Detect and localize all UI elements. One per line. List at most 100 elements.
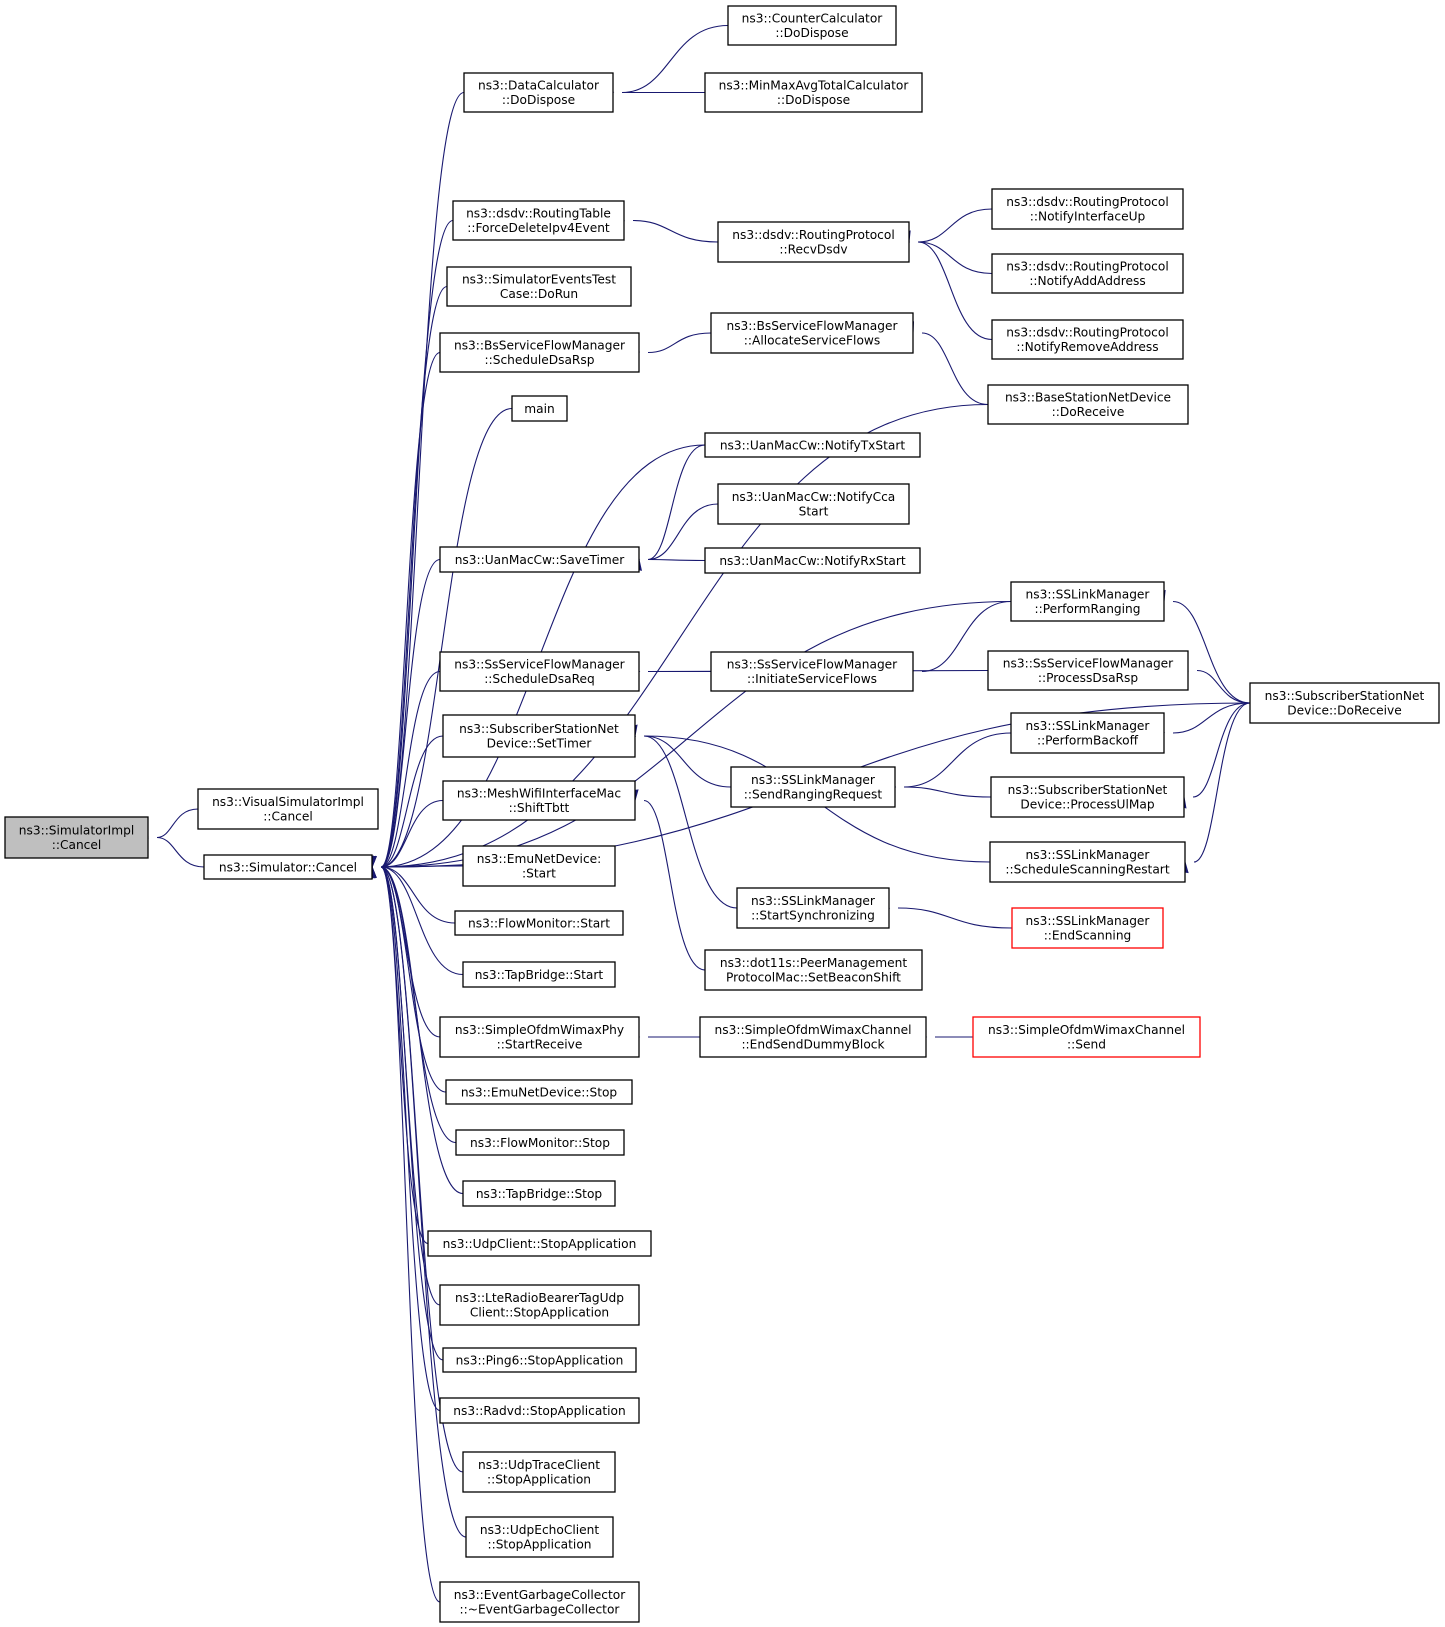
node-box[interactable] [462, 1180, 616, 1207]
node-box[interactable] [1249, 682, 1440, 724]
node-ss_range[interactable]: ns3::SSLinkManager::PerformRanging [1010, 581, 1165, 622]
node-sofdm_recv[interactable]: ns3::SimpleOfdmWimaxPhy::StartReceive [439, 1016, 640, 1058]
node-dc_dispose[interactable]: ns3::DataCalculator::DoDispose [463, 72, 614, 113]
node-box[interactable] [439, 546, 640, 573]
node-box[interactable] [446, 266, 632, 307]
node-udptrace_stop[interactable]: ns3::UdpTraceClient::StopApplication [462, 1451, 616, 1493]
node-box[interactable] [704, 547, 921, 574]
node-box[interactable] [4, 816, 149, 859]
node-ss_sched[interactable]: ns3::SSLinkManager::ScheduleScanningRest… [989, 841, 1186, 883]
node-box[interactable] [990, 776, 1185, 818]
node-dsdv_recv[interactable]: ns3::dsdv::RoutingProtocol::RecvDsdv [717, 221, 910, 263]
node-box[interactable] [442, 714, 636, 758]
node-box[interactable] [1011, 907, 1164, 949]
node-fm_start[interactable]: ns3::FlowMonitor::Start [454, 910, 624, 936]
node-uan_tx[interactable]: ns3::UanMacCw::NotifyTxStart [704, 432, 921, 458]
node-box[interactable] [439, 1581, 640, 1623]
node-box[interactable] [462, 845, 616, 887]
node-egc[interactable]: ns3::EventGarbageCollector::~EventGarbag… [439, 1581, 640, 1623]
node-bsnd_recv[interactable]: ns3::BaseStationNetDevice::DoReceive [987, 384, 1189, 425]
node-ping_stop[interactable]: ns3::Ping6::StopApplication [442, 1347, 637, 1373]
node-box[interactable] [442, 1347, 637, 1373]
node-cc_dispose[interactable]: ns3::CounterCalculator::DoDispose [727, 5, 897, 46]
node-sofdm_end[interactable]: ns3::SimpleOfdmWimaxChannel::EndSendDumm… [699, 1016, 927, 1058]
node-ss_backoff[interactable]: ns3::SSLinkManager::PerformBackoff [1010, 712, 1165, 754]
node-box[interactable] [197, 788, 379, 830]
node-ss_proc[interactable]: ns3::SsServiceFlowManager::ProcessDsaRsp [987, 650, 1189, 691]
node-box[interactable] [1010, 581, 1165, 622]
node-udp_stop[interactable]: ns3::UdpClient::StopApplication [427, 1230, 652, 1257]
node-bs_alloc[interactable]: ns3::BsServiceFlowManager::AllocateServi… [710, 312, 914, 354]
node-box[interactable] [439, 1016, 640, 1058]
node-root[interactable]: ns3::SimulatorImpl::Cancel [4, 816, 149, 859]
node-ssnd_timer[interactable]: ns3::SubscriberStationNetDevice::SetTime… [442, 714, 636, 758]
node-box[interactable] [462, 961, 616, 988]
node-box[interactable] [972, 1016, 1201, 1058]
node-box[interactable] [717, 221, 910, 263]
node-box[interactable] [439, 651, 640, 692]
node-bs_dsarsp[interactable]: ns3::BsServiceFlowManager::ScheduleDsaRs… [439, 332, 640, 373]
node-box[interactable] [987, 384, 1189, 425]
node-emu_start[interactable]: ns3::EmuNetDevice::Start [462, 845, 616, 887]
node-box[interactable] [1010, 712, 1165, 754]
node-visual[interactable]: ns3::VisualSimulatorImpl::Cancel [197, 788, 379, 830]
node-dsdv_rem[interactable]: ns3::dsdv::RoutingProtocol::NotifyRemove… [991, 319, 1184, 360]
node-box[interactable] [699, 1016, 927, 1058]
node-fm_stop[interactable]: ns3::FlowMonitor::Stop [455, 1129, 625, 1156]
node-box[interactable] [511, 395, 568, 422]
node-lte_stop[interactable]: ns3::LteRadioBearerTagUdpClient::StopApp… [439, 1284, 640, 1326]
node-tap_stop[interactable]: ns3::TapBridge::Stop [462, 1180, 616, 1207]
node-box[interactable] [710, 312, 914, 354]
node-box[interactable] [736, 887, 890, 929]
node-radvd_stop[interactable]: ns3::Radvd::StopApplication [439, 1397, 640, 1424]
node-box[interactable] [991, 188, 1184, 230]
node-dot11s[interactable]: ns3::dot11s::PeerManagementProtocolMac::… [704, 949, 923, 991]
node-box[interactable] [452, 200, 625, 241]
node-box[interactable] [445, 1079, 633, 1105]
node-udpecho_stop[interactable]: ns3::UdpEchoClient::StopApplication [465, 1516, 614, 1558]
node-box[interactable] [730, 766, 896, 808]
node-emu_stop[interactable]: ns3::EmuNetDevice::Stop [445, 1079, 633, 1105]
node-box[interactable] [439, 1397, 640, 1424]
node-main[interactable]: main [511, 395, 568, 422]
node-box[interactable] [463, 72, 614, 113]
node-ssnd_recv[interactable]: ns3::SubscriberStationNetDevice::DoRecei… [1249, 682, 1440, 724]
node-box[interactable] [439, 1284, 640, 1326]
node-box[interactable] [987, 650, 1189, 691]
node-box[interactable] [704, 72, 923, 113]
node-ss_dsareq[interactable]: ns3::SsServiceFlowManager::ScheduleDsaRe… [439, 651, 640, 692]
node-box[interactable] [704, 949, 923, 991]
node-box[interactable] [727, 5, 897, 46]
node-uan_rx[interactable]: ns3::UanMacCw::NotifyRxStart [704, 547, 921, 574]
node-box[interactable] [991, 319, 1184, 360]
node-box[interactable] [455, 1129, 625, 1156]
node-box[interactable] [710, 651, 914, 692]
node-ssnd_ulmap[interactable]: ns3::SubscriberStationNetDevice::Process… [990, 776, 1185, 818]
node-tap_start[interactable]: ns3::TapBridge::Start [462, 961, 616, 988]
node-simcancel[interactable]: ns3::Simulator::Cancel [203, 854, 373, 880]
node-box[interactable] [991, 253, 1184, 294]
node-box[interactable] [442, 780, 636, 821]
node-ss_init[interactable]: ns3::SsServiceFlowManager::InitiateServi… [710, 651, 914, 692]
node-box[interactable] [427, 1230, 652, 1257]
node-sofdm_send[interactable]: ns3::SimpleOfdmWimaxChannel::Send [972, 1016, 1201, 1058]
node-dsdv_rt[interactable]: ns3::dsdv::RoutingTable::ForceDeleteIpv4… [452, 200, 625, 241]
node-ss_sendreq[interactable]: ns3::SSLinkManager::SendRangingRequest [730, 766, 896, 808]
node-box[interactable] [704, 432, 921, 458]
node-box[interactable] [462, 1451, 616, 1493]
node-mm_dispose[interactable]: ns3::MinMaxAvgTotalCalculator::DoDispose [704, 72, 923, 113]
node-ss_endscan[interactable]: ns3::SSLinkManager::EndScanning [1011, 907, 1164, 949]
node-uan_save[interactable]: ns3::UanMacCw::SaveTimer [439, 546, 640, 573]
node-box[interactable] [717, 483, 910, 525]
node-box[interactable] [439, 332, 640, 373]
node-ss_sync[interactable]: ns3::SSLinkManager::StartSynchronizing [736, 887, 890, 929]
node-box[interactable] [989, 841, 1186, 883]
node-box[interactable] [465, 1516, 614, 1558]
node-box[interactable] [203, 854, 373, 880]
node-dsdv_add[interactable]: ns3::dsdv::RoutingProtocol::NotifyAddAdd… [991, 253, 1184, 294]
node-mesh_shift[interactable]: ns3::MeshWifiInterfaceMac::ShiftTbtt [442, 780, 636, 821]
node-dsdv_up[interactable]: ns3::dsdv::RoutingProtocol::NotifyInterf… [991, 188, 1184, 230]
node-box[interactable] [454, 910, 624, 936]
